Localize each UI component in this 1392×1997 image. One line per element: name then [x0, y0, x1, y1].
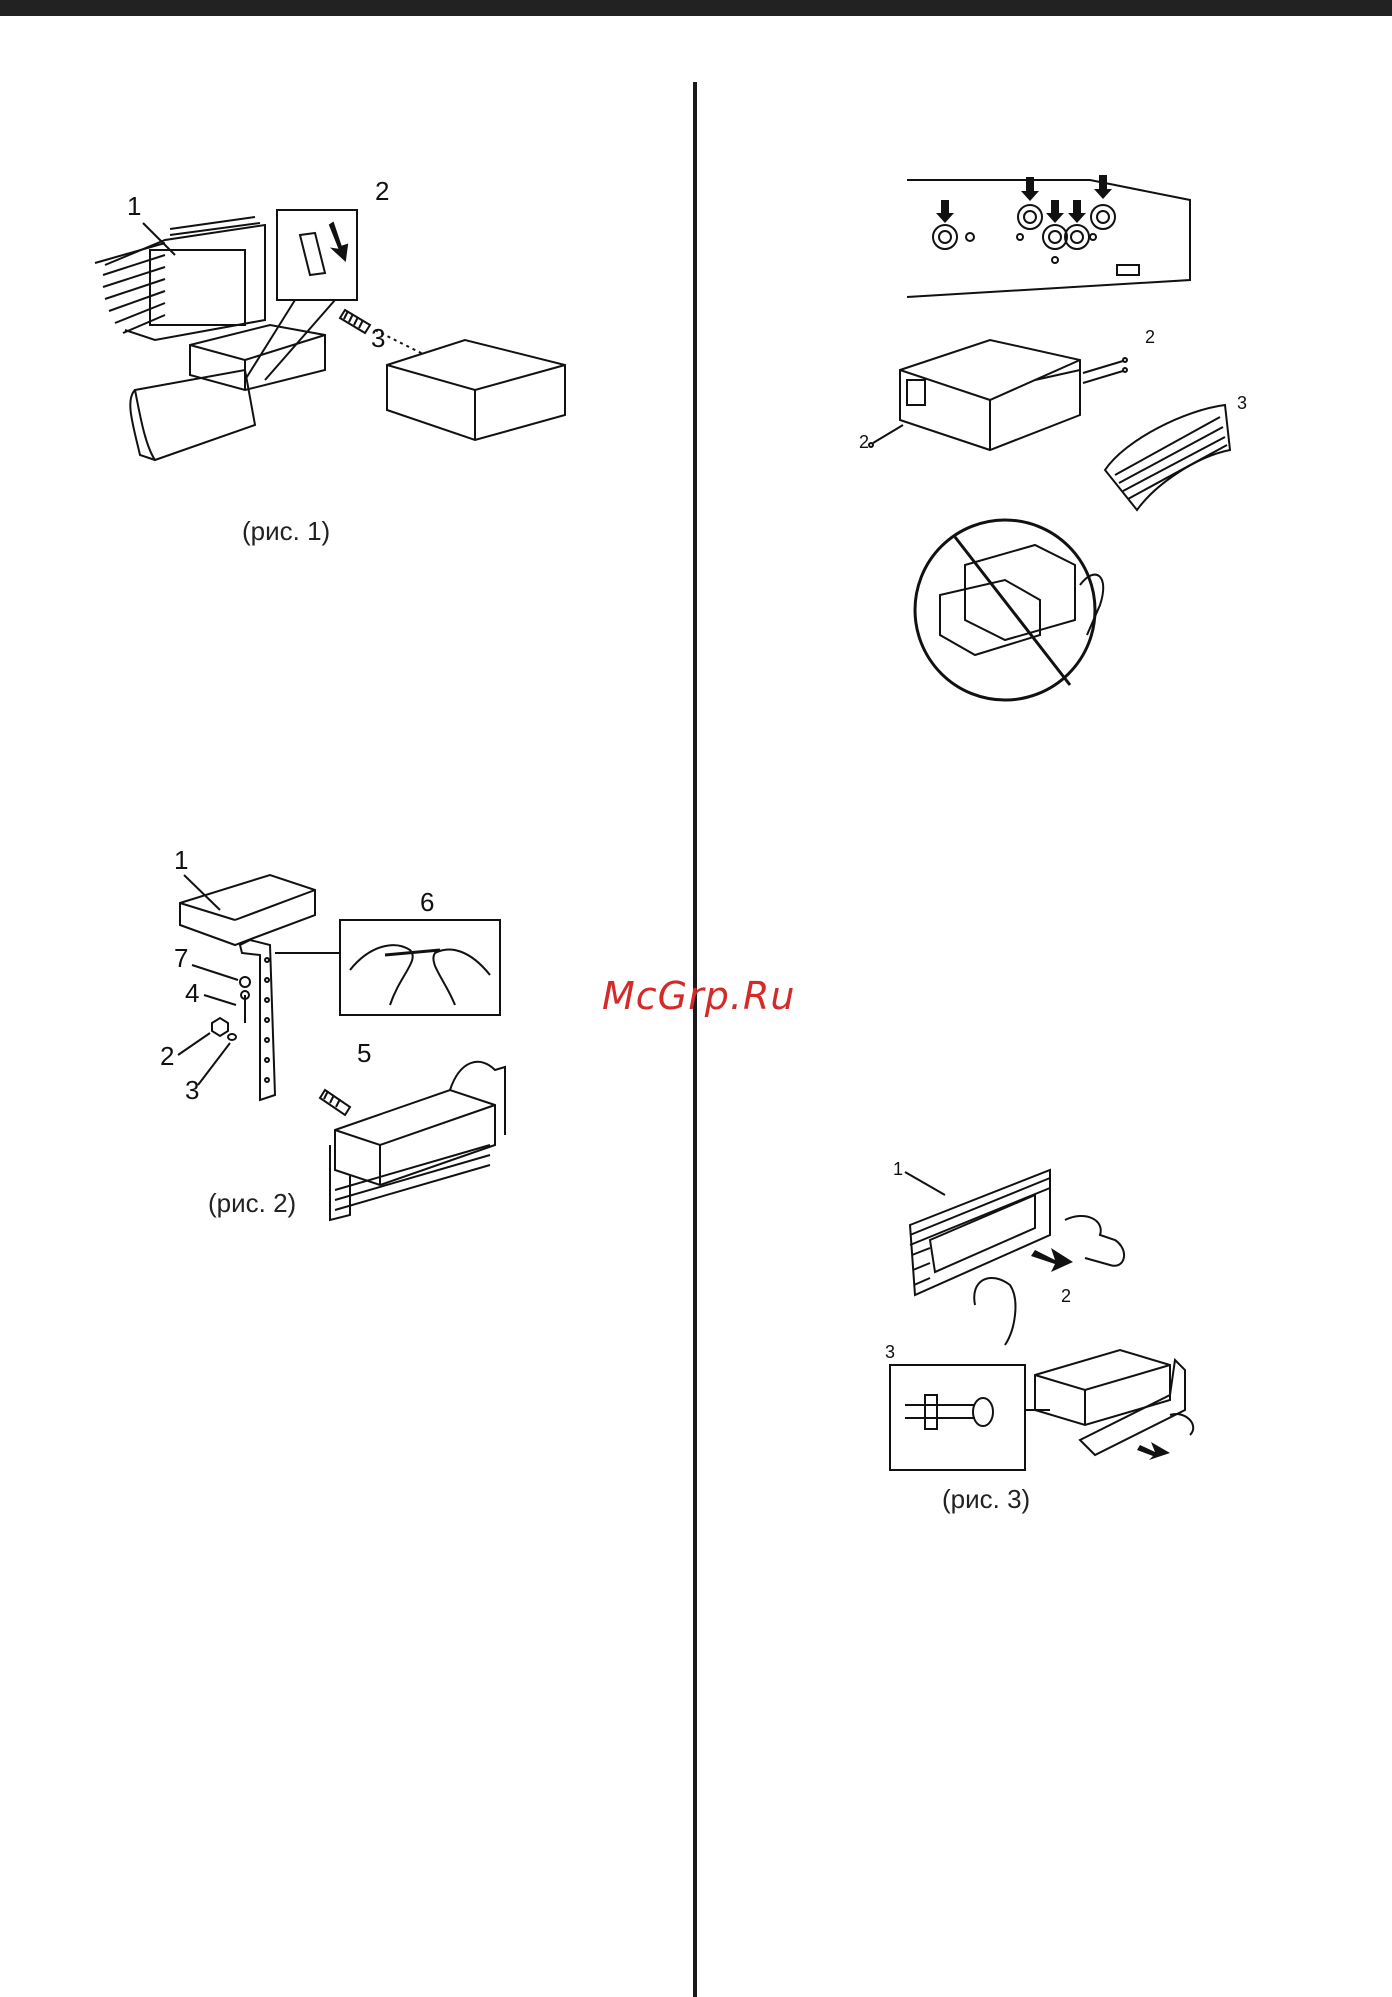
radio-unit-box: [387, 340, 565, 440]
trim-frame-fig: [1105, 405, 1230, 510]
connector-callout-3: 3: [1237, 393, 1247, 413]
figure-2-caption: (рис. 2): [208, 1188, 296, 1219]
dash-opening: [150, 250, 245, 325]
connector-callout-2-right: 2: [1145, 327, 1155, 347]
console-panel: [135, 370, 255, 460]
screw-fig1: [340, 310, 370, 333]
fig1-callout-2: 2: [375, 176, 389, 206]
radio-chassis-with-sleeve: [869, 340, 1127, 450]
prohibited-handling-circle: [915, 520, 1103, 700]
fig2-callout-3: 3: [185, 1075, 199, 1105]
figure-1-install-illustration: 1 2 3: [95, 165, 575, 545]
figure-2-bracket-illustration: 1 2 3 4 5 6 7: [150, 845, 520, 1235]
fig2-callout-2: 2: [160, 1041, 174, 1071]
fig3-callout-2: 2: [1061, 1286, 1071, 1306]
fig1-callout-3: 3: [371, 323, 385, 353]
fig2-callout-5: 5: [357, 1038, 371, 1068]
left-hand: [974, 1278, 1015, 1345]
hand-detail-box: [340, 920, 500, 1015]
figure-3-removal-illustration: 1 2 3: [885, 1160, 1235, 1490]
figure-connectors-illustration: 2 2 3: [855, 165, 1255, 705]
watermark-text: McGrp.Ru: [602, 974, 795, 1018]
fig2-callout-7: 7: [174, 943, 188, 973]
radio-slide-out: [1035, 1350, 1193, 1455]
fig2-callout-1: 1: [174, 845, 188, 875]
fig3-callout-1: 1: [893, 1159, 903, 1179]
figure-3-caption: (рис. 3): [942, 1484, 1030, 1515]
top-bar: [0, 0, 1392, 16]
connector-callout-2-left: 2: [859, 432, 869, 452]
screw-fig2: [320, 1090, 350, 1115]
rear-panel-sockets: [907, 180, 1190, 297]
fig2-callout-4: 4: [185, 978, 199, 1008]
fig3-callout-3: 3: [885, 1342, 895, 1362]
figure-1-caption: (рис. 1): [242, 516, 330, 547]
right-hand: [1065, 1216, 1124, 1266]
fig2-callout-6: 6: [420, 887, 434, 917]
column-divider: [693, 82, 697, 1997]
radio-in-dash-fig2: [330, 1062, 505, 1220]
dashboard-hatching: [95, 217, 265, 340]
release-key: [905, 1395, 993, 1429]
face-frame: [910, 1170, 1050, 1295]
fig1-callout-1: 1: [127, 191, 141, 221]
